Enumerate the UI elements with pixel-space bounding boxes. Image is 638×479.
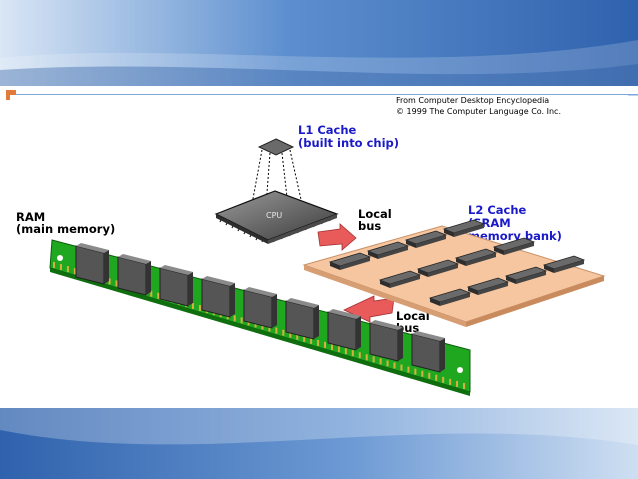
credit-line-2: © 1999 The Computer Language Co. Inc. [396,107,561,116]
sram-chip [542,255,586,273]
cpu-label: CPU [266,211,282,220]
header-divider [0,86,638,92]
cpu-chip: CPU [214,190,339,244]
ram-chips [75,243,445,373]
l2-cache-sublabel-2: memory bank) [468,229,562,243]
ram-notch-left [57,255,63,261]
ram-chip [369,320,403,362]
ram-sublabel: (main memory) [16,222,115,236]
credit-line-1: From Computer Desktop Encyclopedia [396,96,549,105]
sram-chip [366,241,410,259]
sram-chip [466,277,510,295]
sram-chip [378,270,422,288]
ram-module [49,239,471,396]
sram-chip [416,259,460,277]
sram-chip [428,288,472,306]
ram-label: RAM [16,210,45,224]
sram-chip [454,248,498,266]
ram-chip [285,298,319,340]
header-band [0,0,638,86]
sram-chip [504,266,548,284]
sram-chip [442,219,486,237]
local-bus-bottom-label: Local [396,309,430,323]
ram-chip [117,254,151,296]
sram-chip [404,230,448,248]
accent-line [16,94,638,96]
local-bus-arrow-top [317,223,357,251]
sram-chips [328,219,586,306]
ram-chip [75,243,109,285]
l1-cache-label: L1 Cache [298,123,357,137]
l1-cache-sublabel: (built into chip) [298,136,399,150]
local-bus-top-label: Local [358,207,392,221]
l1-cache-die [257,138,295,156]
sram-chip [492,237,536,255]
ram-notch-right [457,367,463,373]
ram-chip [411,331,445,373]
sram-memory-bank [302,219,606,327]
local-bus-top-sublabel: bus [358,219,381,233]
ram-chip [159,265,193,307]
sram-chip [328,252,372,270]
ram-chip [327,309,361,351]
ram-chip [201,276,235,318]
ram-chip [243,287,277,329]
l2-cache-label: L2 Cache [468,203,527,217]
footer-band [0,408,638,479]
